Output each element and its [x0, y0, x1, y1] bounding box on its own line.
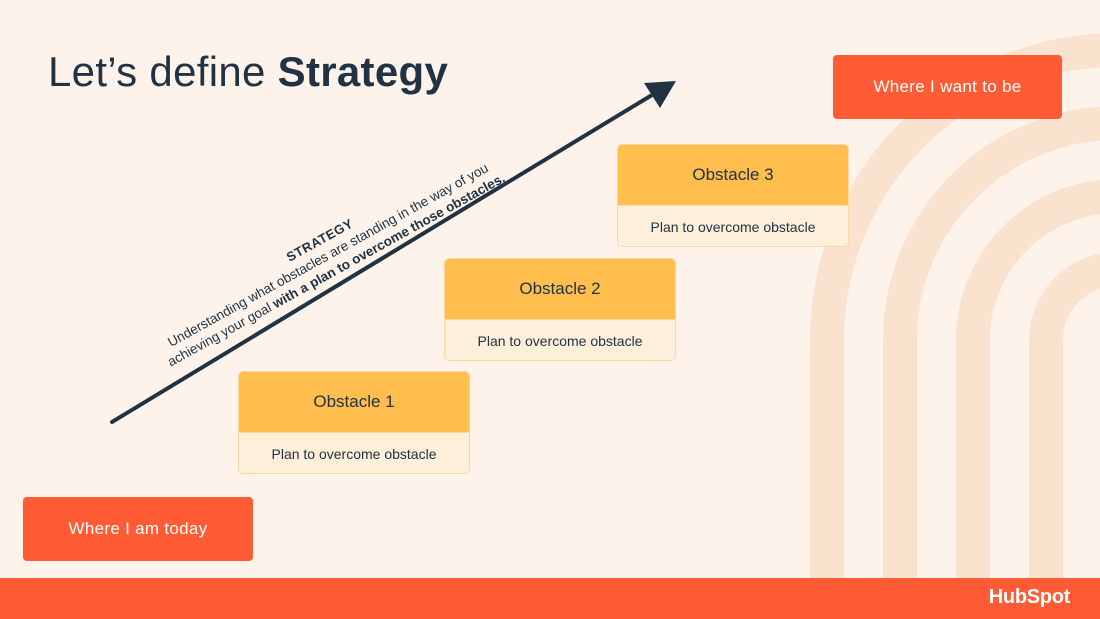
title-prefix: Let’s define — [48, 48, 278, 95]
page-title: Let’s define Strategy — [48, 48, 448, 96]
arrow-head-icon — [644, 81, 676, 108]
start-box: Where I am today — [23, 497, 253, 561]
start-label: Where I am today — [68, 519, 208, 538]
obstacle-title: Obstacle 1 — [239, 372, 469, 432]
footer-bar: HubSpot — [0, 578, 1100, 619]
obstacle-plan: Plan to overcome obstacle — [239, 432, 469, 473]
obstacle-plan: Plan to overcome obstacle — [618, 205, 848, 246]
title-emphasis: Strategy — [277, 48, 449, 95]
obstacle-card-2: Obstacle 2 Plan to overcome obstacle — [445, 259, 675, 360]
goal-box: Where I want to be — [833, 55, 1062, 119]
obstacle-card-3: Obstacle 3 Plan to overcome obstacle — [618, 145, 848, 246]
obstacle-plan: Plan to overcome obstacle — [445, 319, 675, 360]
obstacle-card-1: Obstacle 1 Plan to overcome obstacle — [239, 372, 469, 473]
obstacle-title: Obstacle 2 — [445, 259, 675, 319]
obstacle-title: Obstacle 3 — [618, 145, 848, 205]
hubspot-logo: HubSpot — [988, 586, 1071, 608]
goal-label: Where I want to be — [873, 77, 1022, 96]
